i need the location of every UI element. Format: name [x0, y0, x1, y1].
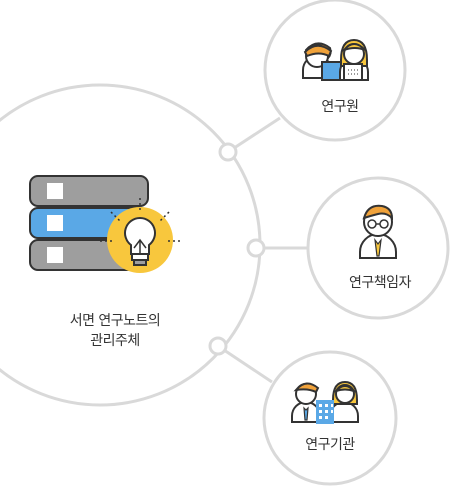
junction-dot-pi: [246, 238, 266, 258]
junction-dot-researcher: [218, 142, 238, 162]
main-subject-label: 서면 연구노트의 관리주체: [40, 311, 190, 351]
two-researchers-icon: [302, 38, 369, 81]
node-label-institution: 연구기관: [305, 437, 355, 453]
institution-staff-icon: [291, 380, 359, 424]
node-label-principal-investigator: 연구책임자: [349, 275, 411, 291]
connector-researcher: [227, 116, 281, 154]
node-label-researcher: 연구원: [321, 99, 359, 115]
junction-dot-institution: [208, 336, 228, 356]
main-subject-label-line1: 서면 연구노트의: [69, 313, 161, 329]
connector-institution: [217, 344, 273, 384]
main-subject-label-line2: 관리주체: [90, 333, 140, 349]
principal-investigator-icon: [359, 204, 397, 259]
server-lightbulb-icon: [29, 175, 180, 273]
